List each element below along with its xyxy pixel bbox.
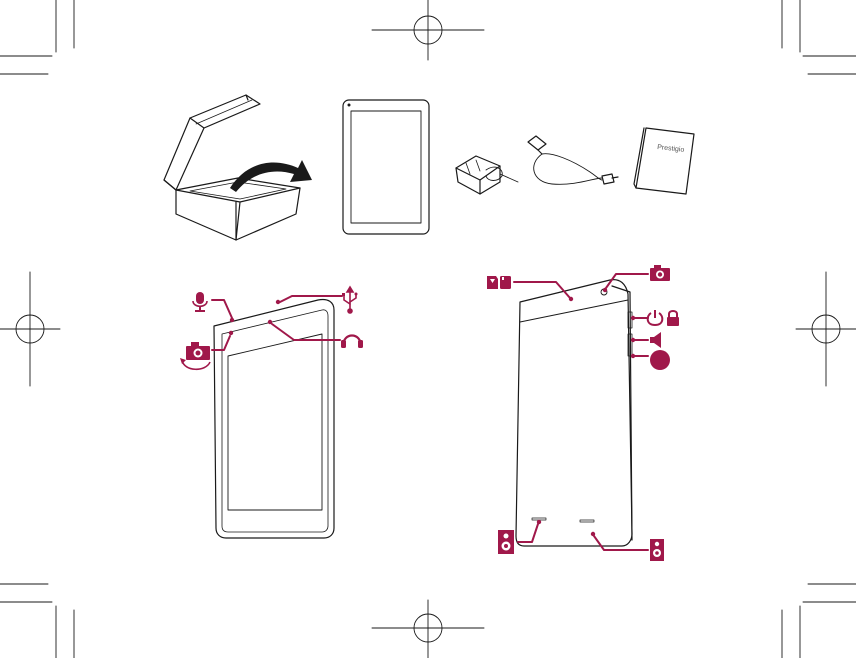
registration-mark-left [0, 272, 60, 386]
charger-icon [456, 156, 518, 194]
quick-guide-booklet: Prestigio [634, 128, 694, 194]
usb-cable-icon [528, 136, 618, 184]
usb-icon [342, 287, 358, 313]
speaker-left-icon [498, 530, 514, 554]
tablet-front-angled [214, 299, 334, 538]
speaker-right-icon [650, 539, 664, 561]
registration-mark-bottom [372, 600, 484, 658]
front-camera-icon [180, 342, 210, 369]
power-lock-icon [648, 310, 679, 326]
callout-line-speaker-left [518, 524, 538, 542]
registration-mark-right [796, 272, 856, 386]
callout-line-mic [212, 300, 232, 318]
callout-line-speaker-right [594, 536, 648, 550]
headphone-icon [341, 336, 363, 349]
registration-mark-top [372, 0, 484, 60]
tablet-back-angled [516, 280, 632, 546]
sd-card-icon [487, 276, 511, 289]
volume-icon [650, 332, 661, 348]
home-button-icon [650, 350, 670, 370]
callout-line-sd [514, 282, 570, 298]
rear-camera-icon [650, 265, 670, 281]
callout-line-usb [280, 296, 342, 302]
brand-label: Prestigio [657, 144, 685, 154]
microphone-icon [193, 292, 207, 312]
tablet-front [343, 100, 429, 234]
